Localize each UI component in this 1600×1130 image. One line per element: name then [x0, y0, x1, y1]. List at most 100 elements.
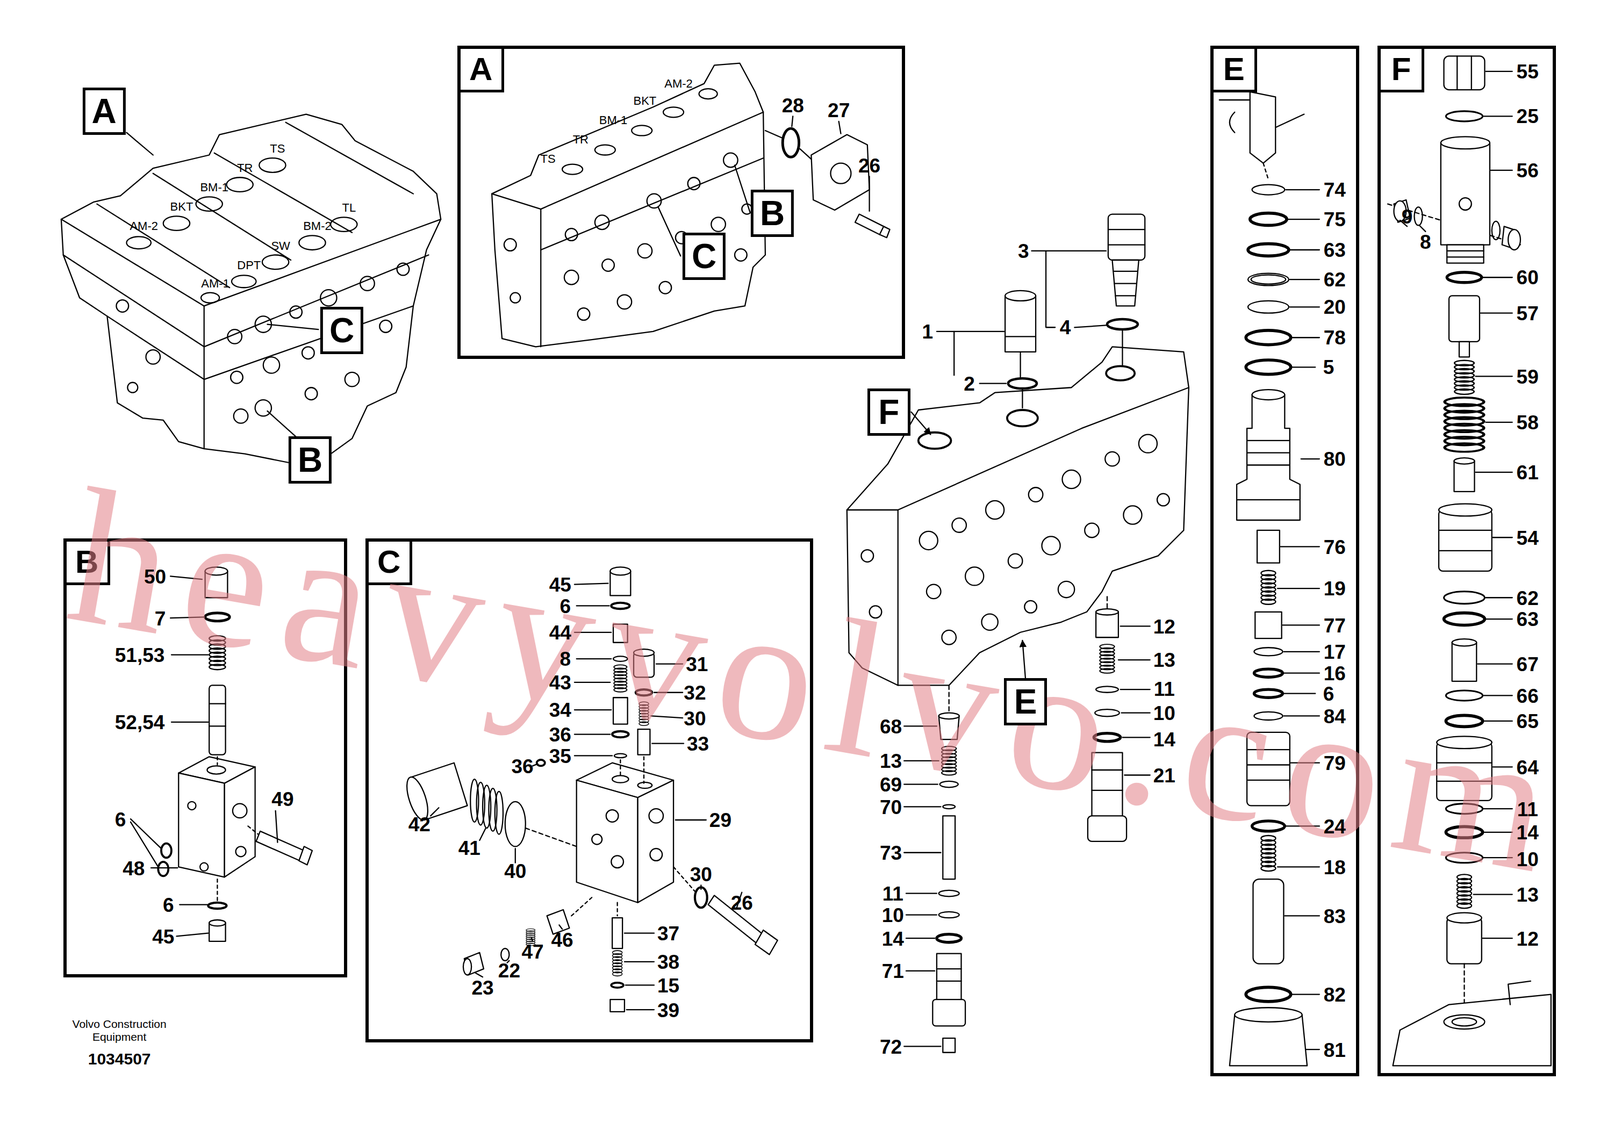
panel-letter: A — [460, 48, 505, 93]
callout-number: 72 — [879, 1036, 902, 1057]
callout-number: 52,54 — [115, 712, 165, 733]
port-tag: TS — [540, 153, 556, 165]
drawing-number: 1034507 — [88, 1051, 152, 1068]
port-tag: TS — [269, 142, 285, 155]
callout-number: 26 — [858, 155, 881, 176]
port-tag: BKT — [170, 201, 194, 213]
port-tag: BKT — [633, 95, 657, 107]
callout-number: 25 — [1516, 106, 1539, 127]
callout-box: B — [288, 436, 332, 484]
callout-number: 78 — [1323, 327, 1346, 348]
callout-number: 34 — [549, 700, 572, 721]
callout-letter: A — [91, 91, 117, 132]
callout-number: 46 — [551, 929, 574, 950]
callout-number: 36 — [511, 756, 534, 777]
callout-number: 37 — [657, 923, 680, 944]
maker-note: Volvo Construction Equipment — [60, 1017, 179, 1044]
callout-number: 67 — [1516, 654, 1539, 674]
callout-box: E — [1003, 678, 1047, 726]
callout-number: 23 — [471, 977, 494, 998]
panel-frame: ABC — [457, 45, 906, 360]
callout-letter: C — [329, 310, 355, 351]
callout-number: 65 — [1516, 711, 1539, 732]
callout-number: 6 — [162, 895, 175, 916]
port-tag: SW — [270, 240, 290, 253]
callout-number: 27 — [827, 100, 850, 121]
callout-number: 20 — [1323, 297, 1346, 318]
callout-number: 62 — [1516, 587, 1539, 608]
port-tag: AM-1 — [201, 277, 230, 290]
callout-number: 69 — [879, 775, 902, 795]
callout-number: 76 — [1323, 536, 1346, 557]
callout-number: 10 — [881, 905, 904, 926]
callout-number: 28 — [781, 95, 805, 116]
callout-number: 39 — [657, 1000, 680, 1021]
callout-number: 59 — [1516, 366, 1539, 387]
callout-number: 73 — [879, 843, 902, 864]
callout-number: 60 — [1516, 267, 1539, 288]
callout-number: 24 — [1323, 816, 1346, 837]
callout-letter: B — [297, 440, 323, 480]
callout-number: 14 — [881, 928, 904, 949]
callout-number: 14 — [1153, 729, 1176, 750]
callout-number: 57 — [1516, 303, 1539, 324]
callout-number: 3 — [1017, 241, 1030, 262]
callout-number: 17 — [1323, 642, 1346, 663]
callout-box: C — [682, 232, 726, 281]
callout-number: 6 — [115, 809, 127, 830]
callout-number: 13 — [1516, 885, 1539, 906]
callout-number: 9 — [1401, 206, 1413, 227]
callout-number: 36 — [549, 724, 572, 745]
callout-number: 41 — [458, 837, 481, 858]
callout-number: 50 — [144, 566, 167, 587]
callout-number: 45 — [152, 926, 175, 947]
port-tag: DPT — [237, 259, 261, 272]
callout-box: F — [867, 388, 911, 436]
callout-number: 14 — [1516, 822, 1539, 843]
callout-number: 61 — [1516, 462, 1539, 483]
callout-number: 84 — [1323, 706, 1346, 727]
port-tag: AM-2 — [129, 220, 159, 233]
callout-number: 4 — [1059, 317, 1072, 338]
port-tag: TR — [572, 133, 589, 146]
callout-number: 49 — [271, 788, 294, 809]
port-tag: TL — [341, 202, 356, 214]
callout-number: 21 — [1153, 765, 1176, 786]
callout-number: 66 — [1516, 685, 1539, 706]
panel-frame: F — [1377, 45, 1556, 1077]
callout-box: A — [82, 87, 126, 135]
callout-number: 8 — [560, 649, 572, 670]
callout-number: 1 — [922, 321, 934, 342]
callout-number: 75 — [1323, 209, 1346, 230]
callout-number: 11 — [1517, 799, 1539, 820]
callout-number: 56 — [1516, 160, 1539, 181]
callout-number: 10 — [1153, 703, 1176, 724]
panel-letter: E — [1213, 48, 1258, 93]
callout-number: 30 — [690, 864, 713, 885]
callout-number: 54 — [1516, 527, 1539, 548]
callout-number: 7 — [154, 608, 167, 629]
callout-number: 81 — [1323, 1039, 1346, 1060]
callout-number: 16 — [1323, 663, 1346, 684]
callout-number: 47 — [521, 942, 544, 963]
callout-letter: E — [1014, 682, 1038, 722]
callout-number: 8 — [1419, 231, 1432, 252]
callout-letter: C — [691, 236, 717, 277]
callout-number: 6 — [560, 596, 572, 616]
callout-number: 58 — [1516, 412, 1539, 433]
callout-number: 13 — [879, 751, 902, 772]
callout-number: 43 — [549, 672, 572, 693]
port-tag: TR — [237, 162, 253, 175]
callout-number: 35 — [549, 745, 572, 766]
port-tag: BM-1 — [599, 114, 628, 127]
callout-number: 31 — [685, 654, 708, 674]
callout-number: 12 — [1516, 928, 1539, 949]
callout-number: 63 — [1323, 240, 1346, 261]
callout-number: 11 — [882, 884, 904, 904]
callout-number: 48 — [122, 858, 145, 879]
callout-number: 33 — [686, 734, 709, 755]
callout-number: 77 — [1323, 615, 1346, 636]
callout-number: 2 — [963, 373, 975, 394]
callout-number: 71 — [881, 961, 904, 982]
callout-letter: F — [878, 392, 900, 433]
